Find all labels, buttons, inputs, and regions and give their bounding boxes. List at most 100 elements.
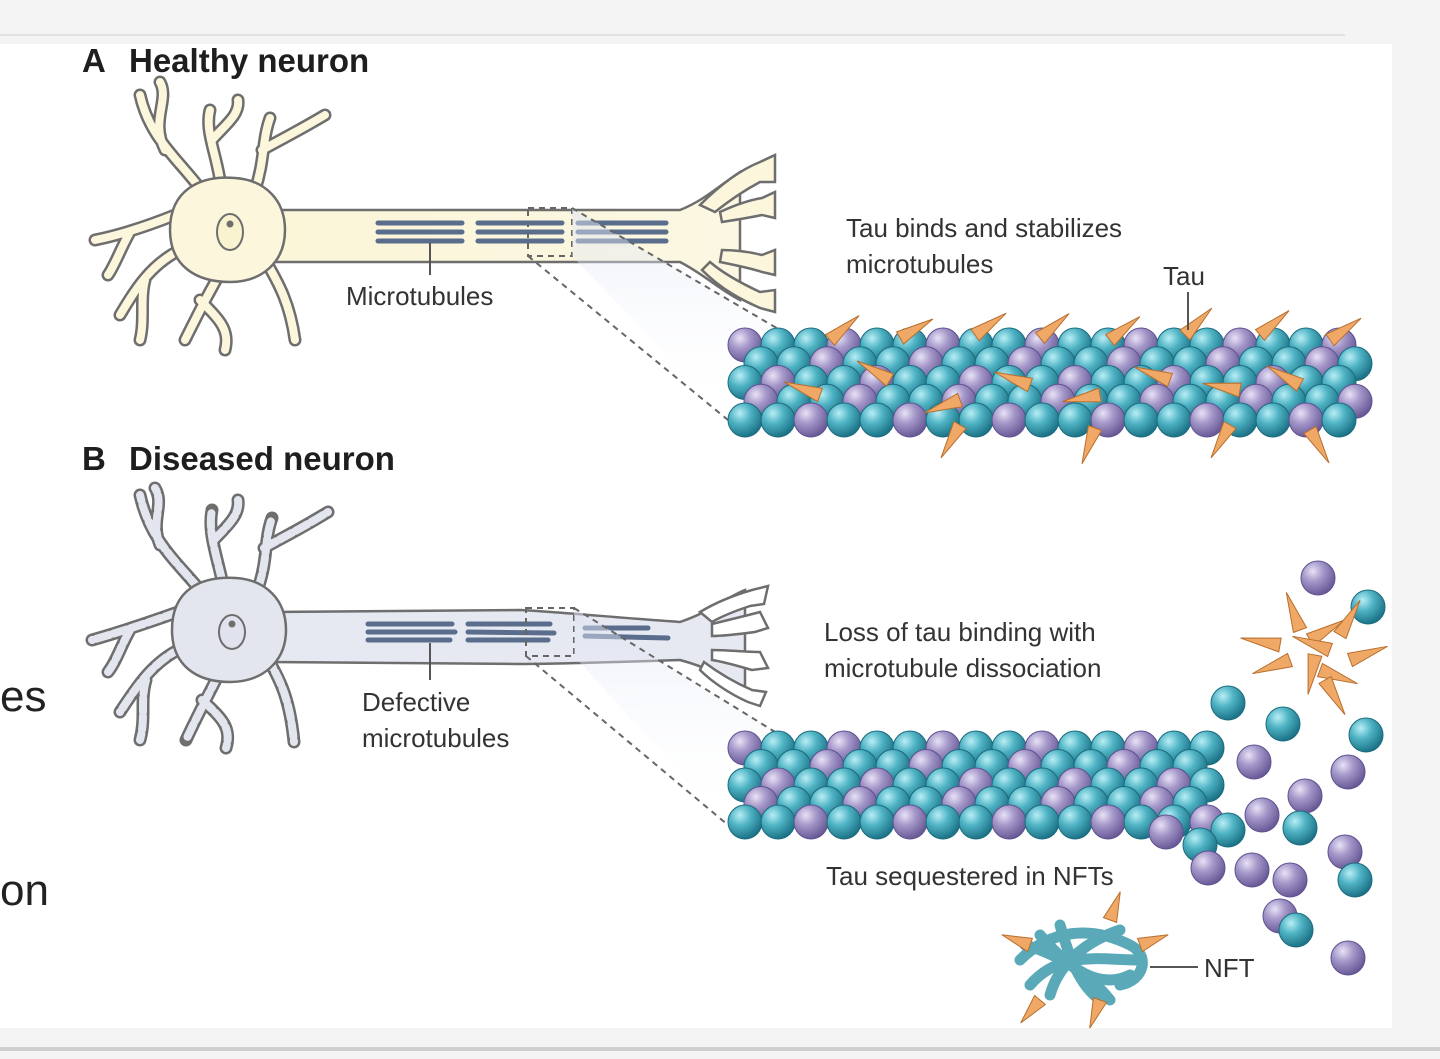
tau-protein [1202, 382, 1242, 398]
label-nft: NFT [1204, 953, 1255, 983]
tubulin-bead [1321, 402, 1357, 438]
tubulin-bead [859, 402, 895, 438]
label-tau-binds-line2: microtubules [846, 249, 994, 279]
tubulin-bead [1024, 402, 1060, 438]
tubulin-bead [1255, 402, 1291, 438]
label-loss-line1: Loss of tau binding with [824, 617, 1096, 647]
diseased-nucleolus [228, 620, 236, 628]
diseased-terminals [697, 584, 770, 708]
free-tubulin [1148, 814, 1184, 850]
healthy-tau-proteins [784, 307, 1362, 464]
label-tau-binds-line1: Tau binds and stabilizes [846, 213, 1123, 243]
tubulin-bead [760, 402, 796, 438]
tangle-strand [1054, 919, 1106, 1006]
healthy-microtubule [727, 327, 1373, 438]
free-tubulin [1337, 862, 1373, 898]
tubulin-bead [1123, 402, 1159, 438]
tau-protein [1179, 307, 1213, 341]
tubulin-bead [826, 402, 862, 438]
tubulin-bead [1189, 402, 1225, 438]
tau-protein [784, 381, 824, 403]
tubulin-bead [1090, 804, 1126, 840]
tau-protein [1325, 317, 1362, 347]
free-tubulin [1330, 754, 1366, 790]
free-tubulin [1350, 589, 1386, 625]
tau-protein [1266, 365, 1305, 392]
tubulin-bead [727, 402, 763, 438]
tubulin-bead [925, 804, 961, 840]
free-tau-aggregate [1240, 592, 1388, 715]
free-tubulin [1210, 812, 1246, 848]
label-microtubules: Microtubules [346, 281, 494, 311]
tau-protein [1104, 316, 1141, 347]
tangle-strand [1044, 924, 1126, 1001]
diseased-nucleus [218, 614, 246, 650]
tau-protein [1136, 934, 1169, 953]
tau-protein [1303, 425, 1330, 464]
label-tau: Tau [1163, 261, 1205, 291]
free-tubulin [1210, 685, 1246, 721]
tubulin-bead [826, 804, 862, 840]
tau-protein [1254, 310, 1290, 342]
tubulin-bead [1057, 804, 1093, 840]
tau-protein [1240, 637, 1282, 653]
label-tau-sequestered: Tau sequestered in NFTs [826, 861, 1114, 891]
tau-protein [924, 392, 964, 414]
tau-protein [1318, 675, 1346, 715]
tubulin-bead [892, 402, 928, 438]
tau-protein [1020, 994, 1047, 1024]
tubulin-bead [727, 804, 763, 840]
panel-a-letter: A [82, 42, 106, 79]
bottom-divider [0, 1047, 1440, 1051]
free-tubulin [1244, 797, 1280, 833]
tau-protein [1034, 313, 1070, 345]
slide-text-fragment-1: es [0, 672, 47, 721]
tau-protein [895, 318, 934, 345]
free-tubulin [1234, 852, 1270, 888]
tau-protein [1292, 635, 1334, 658]
tau-protein [1089, 996, 1108, 1029]
free-tubulin [1190, 850, 1226, 886]
healthy-terminals [697, 153, 777, 314]
diseased-neuron [85, 481, 781, 826]
healthy-axon [268, 169, 742, 303]
slide-text-fragment-2: on [0, 866, 49, 915]
tubulin-bead [760, 804, 796, 840]
tubulin-bead [1024, 804, 1060, 840]
tangle-strand [1024, 953, 1146, 991]
tau-protein [856, 360, 895, 387]
tau-protein [1102, 891, 1121, 924]
free-tubulin [1272, 862, 1308, 898]
tubulin-bead [991, 804, 1027, 840]
tubulin-bead [793, 402, 829, 438]
healthy-nucleus [216, 213, 244, 251]
tubulin-bead [859, 804, 895, 840]
diseased-microtubule [727, 730, 1225, 840]
top-divider [0, 34, 1345, 36]
tau-protein [1346, 645, 1388, 668]
tau-protein [1307, 653, 1323, 695]
tau-protein [1316, 662, 1358, 685]
label-defective-line2: microtubules [362, 723, 510, 753]
free-tubulin [1330, 940, 1366, 976]
neurofibrillary-tangle [1001, 891, 1169, 1029]
tubulin-bead [793, 804, 829, 840]
tubulin-bead [991, 402, 1027, 438]
free-tubulin [1348, 717, 1384, 753]
tau-protein [940, 420, 967, 459]
free-tubulin [1287, 778, 1323, 814]
tau-protein [1081, 424, 1103, 464]
tubulin-bead [958, 402, 994, 438]
tubulin-bead [958, 804, 994, 840]
tau-protein [1333, 600, 1361, 640]
panel-b-letter: B [82, 440, 106, 477]
free-tubulin-subunits [1148, 560, 1386, 976]
tau-protein [1062, 387, 1102, 403]
panel-a-title: Healthy neuron [129, 42, 370, 79]
healthy-nucleolus [226, 220, 234, 228]
tau-protein [1285, 592, 1308, 634]
tau-protein [824, 315, 860, 347]
free-tubulin [1300, 560, 1336, 596]
tubulin-bead [1156, 402, 1192, 438]
